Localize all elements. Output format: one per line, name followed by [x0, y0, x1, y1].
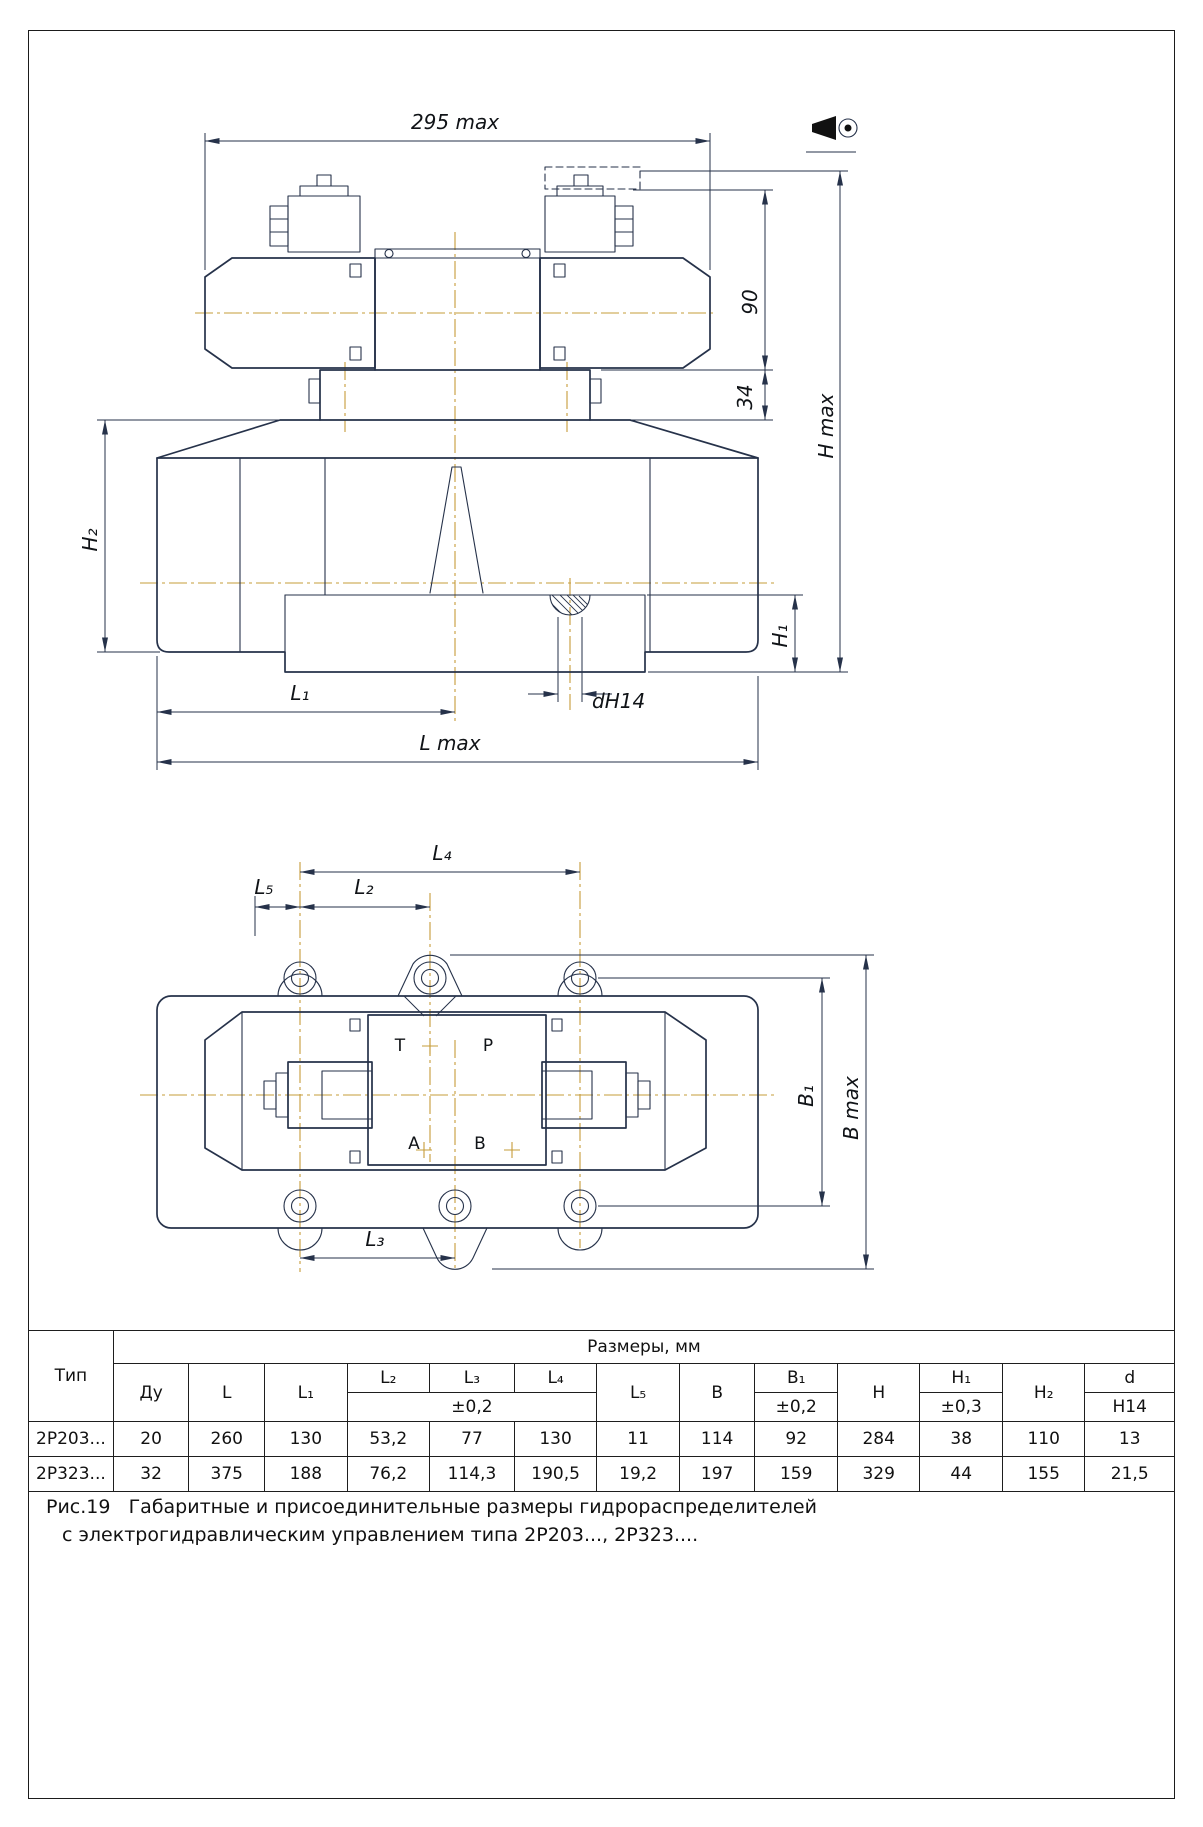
dim-l5: L₅ — [254, 875, 300, 936]
dim-label-b-max: B max — [839, 1076, 863, 1140]
dim-h-max: H max — [640, 170, 848, 673]
table-row: 2Р323... 32 375 188 76,2 114,3 190,5 19,… — [28, 1456, 1175, 1492]
dim-label-h-max: H max — [814, 393, 838, 458]
dim-l1: L₁ — [156, 656, 455, 770]
top-view-left-electromagnet — [263, 1061, 373, 1129]
tolerance-d: H14 — [1084, 1392, 1175, 1422]
dim-34: 34 — [601, 370, 773, 421]
dim-label-h1: H₁ — [768, 624, 792, 647]
center-mark — [416, 1142, 432, 1158]
dim-l3: L₃ — [300, 1227, 455, 1261]
dimensions-table: Тип Размеры, мм Ду L L₁ L₂ L₃ L₄ L₅ B B₁… — [28, 1330, 1176, 1492]
connector-max-position-dashed — [544, 166, 641, 190]
front-view-centerlines — [140, 232, 778, 724]
bolt-hole — [413, 961, 447, 995]
port-labels: T P A B — [394, 1036, 493, 1154]
col-header-h2: H₂ — [1001, 1363, 1086, 1422]
first-angle-projection-icon — [806, 116, 858, 153]
right-electromagnet — [539, 257, 711, 369]
col-header-l1: L₁ — [264, 1363, 348, 1422]
dim-label-l5: L₅ — [254, 875, 273, 899]
front-view: 295 max 90 34 H max H₂ — [78, 110, 858, 770]
table-row: 2Р203... 20 260 130 53,2 77 130 11 114 9… — [28, 1421, 1175, 1457]
top-view-right-electromagnet — [541, 1061, 651, 1129]
dim-label-b1: B₁ — [794, 1085, 818, 1107]
dim-l4: L₄ — [300, 841, 580, 875]
top-view: T P A B L₄ L₅ L₂ L₃ — [140, 841, 874, 1272]
dim-label-l1: L₁ — [290, 681, 309, 705]
dimension-table-wrap: Тип Размеры, мм Ду L L₁ L₂ L₃ L₄ L₅ B B₁… — [28, 1330, 1176, 1492]
dim-label-90: 90 — [738, 289, 762, 314]
port-plate — [367, 1014, 547, 1166]
bolt-hole — [563, 961, 597, 995]
top-view-housing — [204, 1011, 707, 1171]
dim-label-l-max: L max — [419, 731, 480, 755]
cell-type: 2Р203... — [28, 1421, 114, 1457]
bolt-holes — [283, 961, 597, 1223]
center-mark — [504, 1142, 520, 1158]
dim-label-l2: L₂ — [354, 875, 373, 899]
col-header-l3: L₃ — [429, 1363, 515, 1393]
dim-label-h2: H₂ — [78, 528, 102, 551]
col-header-b: B — [678, 1363, 756, 1422]
col-header-d: d — [1084, 1363, 1175, 1393]
dim-label-34: 34 — [733, 384, 757, 409]
dim-label-dh14: dH14 — [592, 689, 645, 713]
center-mark — [422, 1038, 438, 1054]
table-title: Размеры, мм — [112, 1330, 1176, 1364]
port-label-b: B — [474, 1134, 486, 1154]
caption-line2: с электрогидравлическим управлением типа… — [62, 1523, 699, 1546]
col-header-l2: L₂ — [346, 1363, 431, 1393]
mounting-plate — [156, 369, 759, 459]
dim-l-max: L max — [157, 676, 759, 770]
port-label-t: T — [394, 1036, 406, 1056]
bolt-hole — [283, 961, 317, 995]
main-valve-body — [156, 457, 759, 673]
bolt-hole — [438, 1189, 472, 1223]
mounting-hole-section — [549, 594, 591, 616]
dim-label-l3: L₃ — [365, 1227, 384, 1251]
dim-h2: H₂ — [78, 419, 280, 653]
pilot-valve — [374, 248, 541, 371]
dim-l2: L₂ — [300, 875, 430, 910]
port-label-p: P — [483, 1036, 493, 1056]
dim-overall-width: 295 max — [204, 110, 711, 270]
dim-label-295-max: 295 max — [411, 110, 499, 134]
tolerance-h1: ±0,3 — [919, 1392, 1003, 1422]
col-header-l4: L₄ — [513, 1363, 598, 1393]
top-view-centerlines — [140, 862, 778, 1272]
bolt-hole — [283, 1189, 317, 1223]
dim-h1: H₁ — [647, 594, 803, 672]
figure-caption: Рис.19 Габаритные и присоединительные ра… — [46, 1494, 817, 1549]
dim-hole-d: dH14 — [528, 617, 645, 713]
left-connector — [269, 174, 361, 253]
right-connector — [544, 166, 641, 253]
dim-90: 90 — [601, 189, 773, 371]
col-header-h1: H₁ — [919, 1363, 1003, 1393]
tolerance-b1: ±0,2 — [754, 1392, 838, 1422]
technical-drawing: 295 max 90 34 H max H₂ — [78, 110, 874, 1272]
col-header-h: H — [836, 1363, 921, 1422]
col-header-du: Ду — [112, 1363, 190, 1422]
figure-number: Рис.19 — [46, 1496, 111, 1518]
dim-b-max: B max — [450, 954, 874, 1270]
col-header-l: L — [188, 1363, 266, 1422]
dim-b1: B₁ — [598, 977, 830, 1207]
col-header-b1: B₁ — [754, 1363, 838, 1393]
bolt-hole — [563, 1189, 597, 1223]
col-header-type: Тип — [28, 1330, 114, 1422]
tolerance-l-group: ±0,2 — [346, 1392, 598, 1422]
port-label-a: A — [408, 1134, 420, 1154]
col-header-l5: L₅ — [596, 1363, 680, 1422]
dim-label-l4: L₄ — [432, 841, 451, 865]
cell-type: 2Р323... — [28, 1456, 114, 1492]
caption-line1: Габаритные и присоединительные размеры г… — [128, 1496, 817, 1518]
